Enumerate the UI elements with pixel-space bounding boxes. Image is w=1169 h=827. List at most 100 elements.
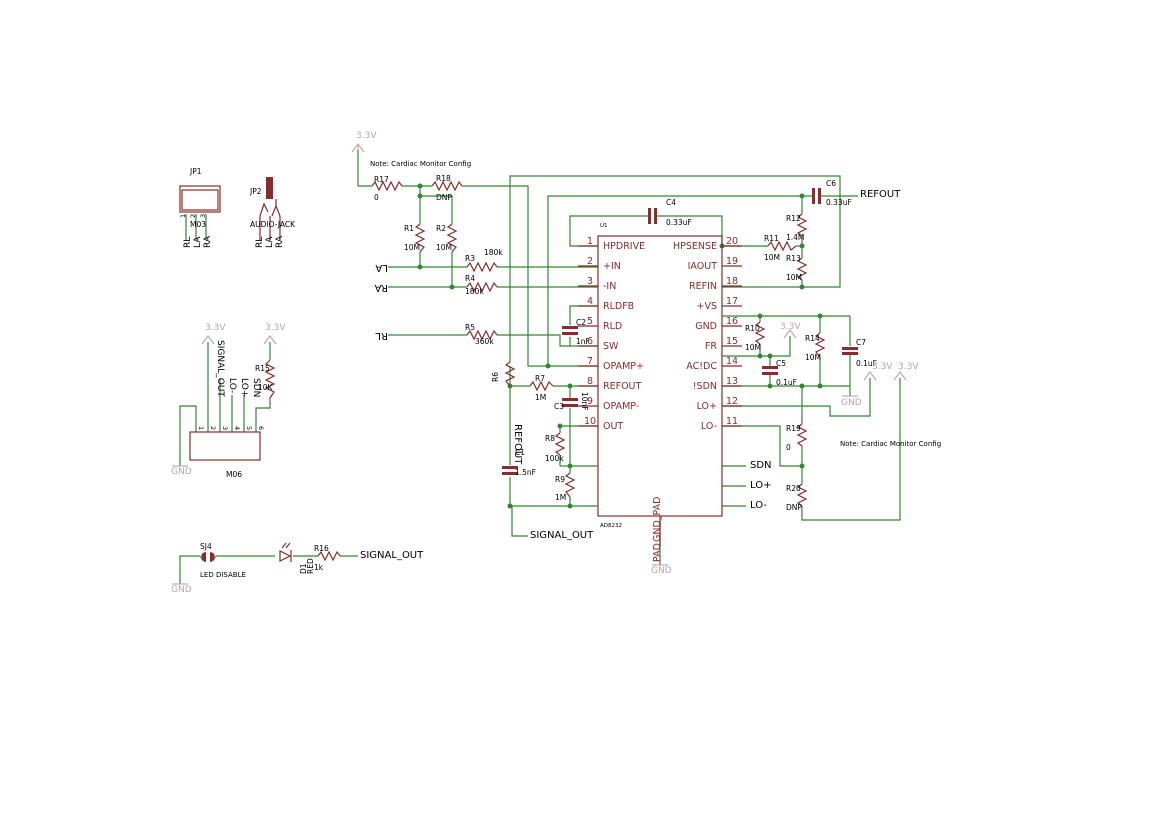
- left-pin-num-8: 9: [587, 396, 593, 407]
- left-pin-name-4: RLD: [603, 321, 622, 332]
- net-ra: RA: [374, 282, 388, 293]
- r15-symbol: [264, 359, 276, 399]
- r7-symbol: [529, 380, 554, 392]
- c6-ref: C6: [826, 179, 836, 188]
- r11-ref: R11: [764, 234, 779, 243]
- note-top: Note: Cardiac Monitor Config: [370, 160, 471, 168]
- left-pin-name-7: REFOUT: [603, 381, 641, 392]
- r9-symbol: [564, 472, 576, 498]
- value-labels: 0 DNP 10M 10M 180k 180k 360k 1M 100k 1M …: [258, 193, 877, 574]
- m03-label-ra: RA: [203, 235, 213, 248]
- net-lo-minus: LO-: [750, 500, 767, 511]
- r14-ref: R14: [805, 334, 820, 343]
- jp2-audio-jack: [259, 177, 281, 240]
- right-pin-name-8: LO+: [697, 401, 717, 412]
- m03-pin-3: 3: [199, 214, 207, 218]
- capacitor-symbols: [502, 188, 858, 475]
- notes: Note: Cardiac Monitor Config Note: Cardi…: [200, 160, 941, 579]
- c3-symbol: [562, 398, 578, 401]
- r14-value: 10M: [805, 353, 821, 362]
- right-pin-name-1: IAOUT: [688, 261, 718, 272]
- sj4-solder-jumper: [200, 552, 216, 562]
- right-pin-name-2: REFIN: [689, 281, 717, 292]
- r3-ref: R3: [465, 254, 475, 263]
- r15-ref: R15: [255, 364, 270, 373]
- gnd-label-led: GND: [171, 585, 192, 595]
- vcc-arrow-m06-a: [201, 335, 215, 345]
- c1-value: 1.5nF: [515, 468, 536, 477]
- r13-ref: R13: [786, 254, 801, 263]
- led-disable-label: LED DISABLE: [200, 571, 246, 579]
- jp1-ref: JP1: [189, 167, 202, 176]
- c2-symbol: [562, 326, 578, 329]
- v33-label-vs: 3.3V: [780, 322, 801, 332]
- net-refout: REFOUT: [860, 189, 901, 200]
- c2-value: 1nF: [576, 337, 590, 346]
- m06-pin-2: 2: [209, 426, 217, 430]
- r17-value: 0: [374, 193, 379, 202]
- r5-symbol: [466, 329, 498, 341]
- r19-value: 0: [786, 443, 791, 452]
- power-labels: 3.3V 3.3V 3.3V 3.3V 3.3V 3.3V GND GND GN…: [171, 131, 919, 595]
- right-pin-num-6: 14: [726, 356, 738, 367]
- v33-label-m06-b: 3.3V: [265, 323, 286, 333]
- left-pin-name-9: OUT: [603, 421, 623, 432]
- right-pin-name-9: LO-: [701, 421, 717, 432]
- r5-value: 360k: [475, 337, 494, 346]
- gnd-label-c7: GND: [841, 398, 862, 408]
- c5-symbol: [762, 366, 778, 369]
- left-pin-name-1: +IN: [603, 261, 621, 272]
- net-sdn: SDN: [750, 460, 772, 471]
- m06-label-lo-minus: LO-: [227, 378, 237, 393]
- r18-symbol: [431, 180, 463, 192]
- right-pin-num-1: 19: [726, 256, 738, 267]
- v33-label-m06-a: 3.3V: [205, 323, 226, 333]
- r2-value: 10M: [436, 243, 452, 252]
- r14-symbol: [814, 332, 826, 358]
- r7-value: 1M: [535, 393, 546, 402]
- left-pin-num-0: 1: [587, 236, 593, 247]
- left-pin-num-7: 8: [587, 376, 593, 387]
- c4-symbol: [648, 208, 651, 224]
- r4-symbol: [466, 281, 498, 293]
- r2-ref: R2: [436, 224, 446, 233]
- note-right: Note: Cardiac Monitor Config: [840, 440, 941, 448]
- m06-pin-1: 1: [197, 426, 205, 430]
- r8-ref: R8: [545, 434, 555, 443]
- m06-label-signal-out: SIGNAL_OUT: [215, 340, 225, 397]
- left-pin-num-6: 7: [587, 356, 593, 367]
- r10-ref: R10: [745, 324, 760, 333]
- left-pin-num-9: 10: [584, 416, 596, 427]
- left-pin-num-5: 6: [587, 336, 593, 347]
- m03-ref: M03: [190, 220, 206, 229]
- v33-label-fr: 3.3V: [872, 362, 893, 372]
- r16-symbol: [317, 550, 341, 562]
- r10-value: 10M: [745, 343, 761, 352]
- c4-ref: C4: [666, 198, 676, 207]
- r3-value: 180k: [484, 248, 503, 257]
- c7-value: 0.1uF: [856, 359, 877, 368]
- r20-value: DNP: [786, 503, 802, 512]
- net-rl: RL: [375, 330, 388, 341]
- right-pin-num-7: 13: [726, 376, 738, 387]
- right-pin-name-4: GND: [695, 321, 717, 332]
- right-pin-num-3: 17: [726, 296, 738, 307]
- r16-ref: R16: [314, 544, 329, 553]
- r8-value: 100k: [545, 454, 564, 463]
- right-pin-stubs: [722, 245, 742, 427]
- c5-ref: C5: [776, 359, 786, 368]
- power-symbols: [172, 143, 907, 585]
- m03-pin-1: 1: [179, 214, 187, 218]
- right-pin-name-5: FR: [705, 341, 717, 352]
- right-pin-num-4: 16: [726, 316, 738, 327]
- refdes-labels: R17 R18 R1 R2 R3 R4 R5 R7 R8 R9 R11 R12 …: [189, 167, 866, 574]
- r9-ref: R9: [555, 475, 565, 484]
- r7-ref: R7: [535, 374, 545, 383]
- audio-jack-ref: AUDIO-JACK: [250, 220, 296, 229]
- left-pin-name-8: OPAMP-: [603, 401, 639, 412]
- jack-label-rl: RL: [255, 237, 265, 248]
- jack-label-la: LA: [265, 236, 275, 248]
- d1-led: [279, 542, 292, 562]
- ad8232-chip: [578, 235, 742, 546]
- net-led-signal-out: SIGNAL_OUT: [360, 550, 424, 561]
